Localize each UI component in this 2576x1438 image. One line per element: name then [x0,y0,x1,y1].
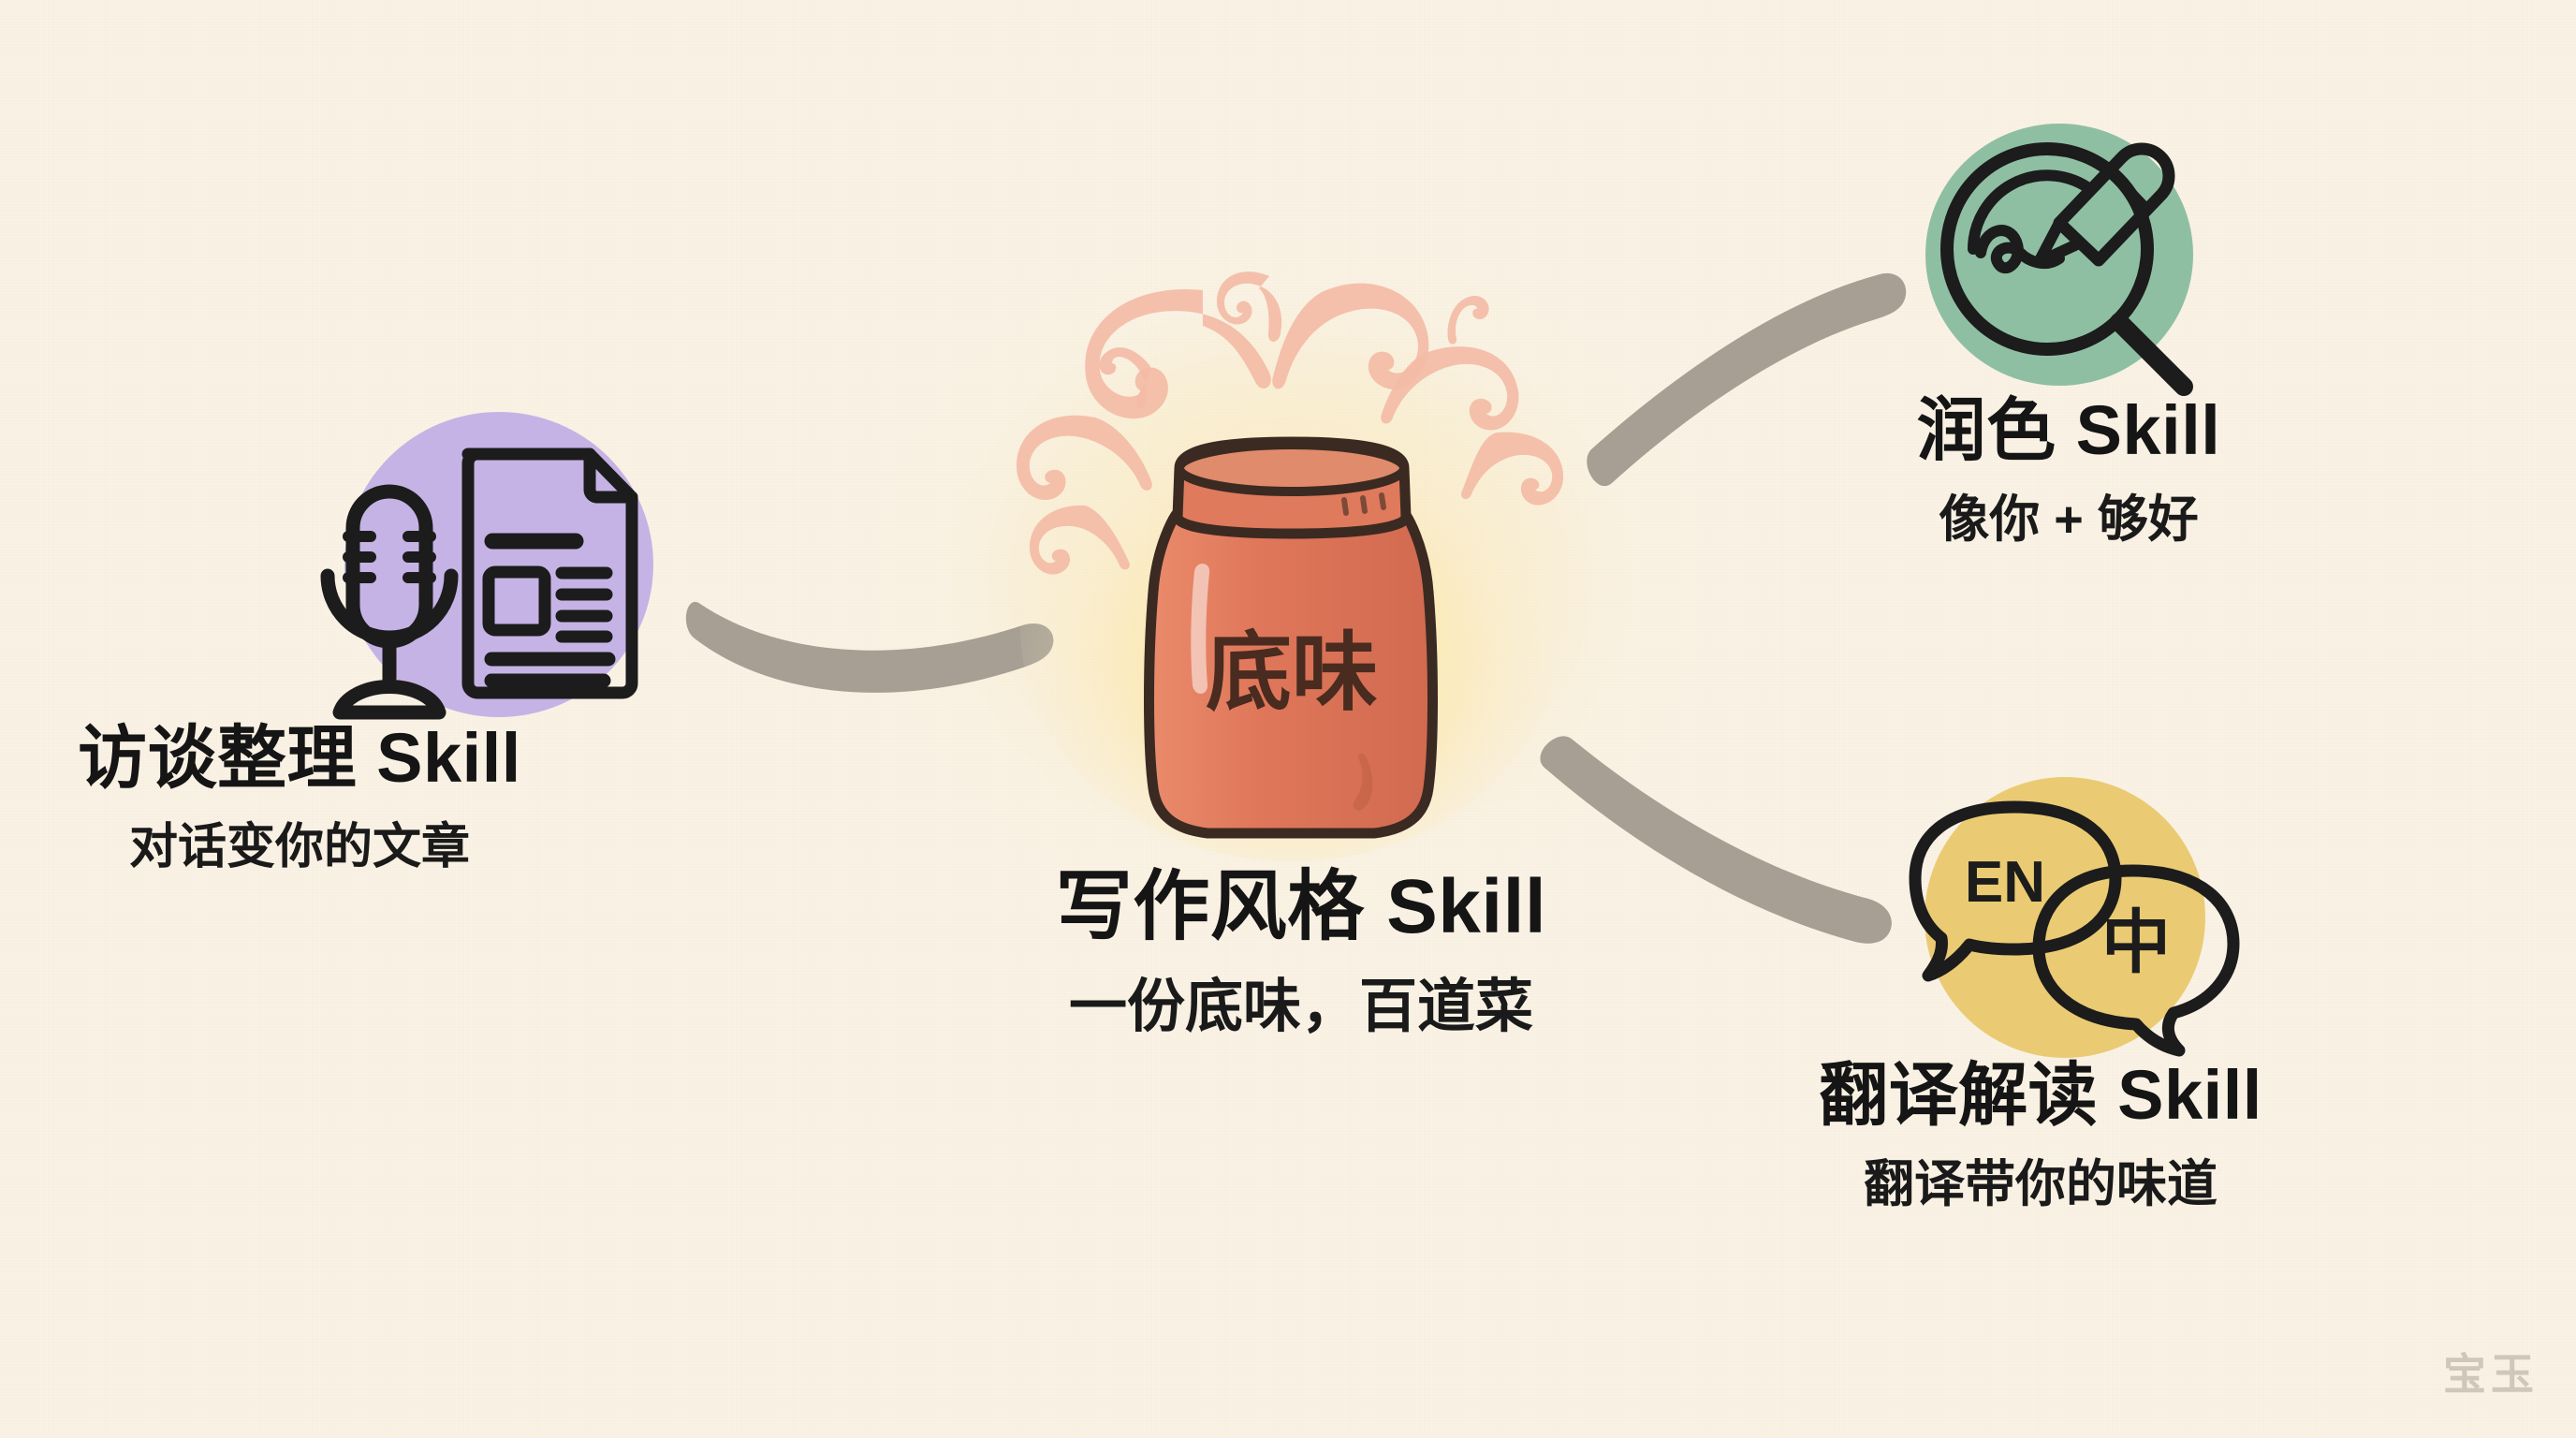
jar-rim [1175,440,1409,496]
document-image-box [482,565,551,637]
connector-center-to-translate [1540,736,1892,944]
microphone-grille [343,531,436,583]
icon-badge-circle [1925,777,2205,1058]
jar-body [1144,509,1438,839]
jar-rim-ticks [1341,492,1386,516]
document-shape [461,448,638,699]
magnifier-pencil-icon [1919,112,2228,412]
pencil-ferrule [2106,166,2149,211]
bubble-label-zh: 中 [2101,903,2171,981]
node-interview[interactable]: 访谈整理 Skill 对话变你的文章 [0,721,599,876]
magnifier-lens [1940,142,2154,356]
node-polish-title: 润色 Skill [1916,391,2221,469]
connector-center-to-polish [1587,272,1907,487]
lens-squiggle [1975,225,2065,273]
magnifier-inner-arc [1968,169,2093,255]
speech-bubble-en [1909,800,2122,982]
microphone-base [332,680,446,720]
jar-shadow-streak [1353,753,1373,811]
node-interview-subtitle: 对话变你的文章 [128,819,470,874]
bubble-label-en: EN [1965,850,2045,915]
jar-highlight [1191,563,1210,694]
speech-bubble-zh [2032,864,2240,1057]
node-writing-style[interactable]: 写作风格 Skill 一份底味，百道菜 [945,864,1657,1040]
bilingual-speech-bubbles-icon: EN 中 [1891,768,2265,1077]
node-interview-title: 访谈整理 Skill [78,719,521,797]
document-fold [583,448,638,504]
watermark: 宝玉 [2443,1350,2539,1399]
jar-body-group: 底味 [1144,436,1438,839]
connector-interview-to-center [685,601,1054,693]
flavor-base-jar-icon: 底味 [992,234,1591,871]
node-writing-style-title: 写作风格 Skill [1055,864,1547,949]
node-translate-title: 翻译解读 Skill [1819,1056,2262,1134]
node-polish[interactable]: 润色 Skill 像你 + 够好 [1778,393,2359,549]
pencil-tip [2033,217,2085,268]
pencil-body [2053,142,2175,267]
jar-label: 底味 [1206,625,1378,721]
node-polish-subtitle: 像你 + 够好 [1939,491,2199,548]
magnifier-handle [2110,313,2193,396]
aroma-swirls [1017,271,1564,575]
node-translate[interactable]: 翻译解读 Skill 翻译带你的味道 [1713,1058,2368,1213]
node-translate-subtitle: 翻译带你的味道 [1864,1155,2217,1212]
node-writing-style-subtitle: 一份底味，百道菜 [1068,974,1533,1039]
microphone-document-icon [309,398,674,726]
